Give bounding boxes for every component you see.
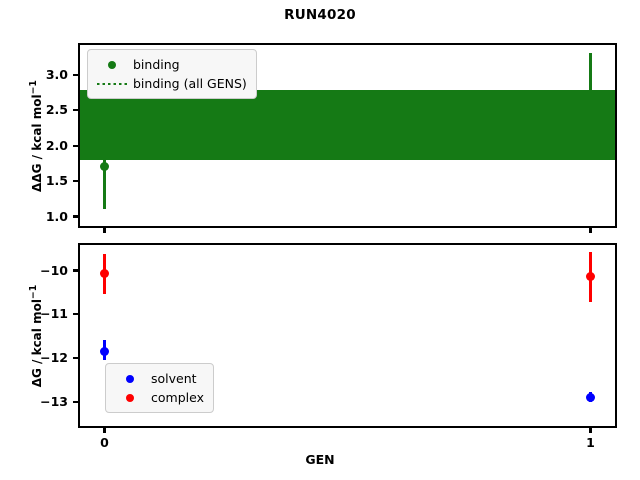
- bottom-panel-y-axis-label-superscript: −1: [28, 284, 39, 300]
- y-tick-mark: [73, 269, 78, 272]
- top-panel-plot-area: [80, 45, 615, 226]
- y-tick-label: −13: [40, 393, 68, 409]
- y-tick-label: 1.5: [45, 173, 68, 189]
- binding-all-gens-band: [80, 89, 615, 161]
- bottom-panel-plot-area: [80, 245, 615, 426]
- data-point-marker[interactable]: [99, 346, 109, 356]
- legend-label-solvent: solvent: [151, 371, 197, 386]
- y-tick-label: 3.0: [45, 66, 68, 82]
- y-tick-mark: [73, 109, 78, 112]
- x-tick-mark: [103, 428, 106, 433]
- x-tick-label: 1: [586, 435, 595, 450]
- x-tick-mark: [589, 428, 592, 433]
- x-axis-label: GEN: [305, 452, 335, 467]
- y-tick-mark: [73, 356, 78, 360]
- x-tick-mark: [103, 228, 106, 233]
- data-point-marker[interactable]: [585, 392, 595, 402]
- bottom-panel-y-axis-label: ΔG / kcal mol−1: [28, 256, 44, 416]
- top-panel-legend: binding binding (all GENS): [87, 49, 257, 99]
- y-tick-mark: [73, 180, 78, 183]
- x-tick-label: 0: [100, 435, 109, 450]
- legend-label-complex: complex: [151, 390, 204, 405]
- y-tick-label: −11: [40, 306, 68, 322]
- y-tick-label: 2.5: [45, 102, 68, 118]
- legend-label-binding-all-gens: binding (all GENS): [133, 76, 247, 91]
- data-point-marker[interactable]: [99, 161, 109, 171]
- y-tick-mark: [73, 73, 78, 77]
- figure-title: RUN4020: [284, 7, 356, 23]
- y-tick-mark: [73, 313, 78, 316]
- y-tick-mark: [73, 400, 78, 403]
- y-tick-label: −12: [40, 350, 68, 366]
- data-point-marker[interactable]: [585, 272, 595, 282]
- top-panel-axes: [78, 43, 617, 228]
- x-tick-mark: [589, 228, 592, 233]
- legend-item-solvent[interactable]: solvent: [113, 369, 204, 388]
- y-tick-label: 2.0: [45, 137, 68, 153]
- y-tick-mark: [73, 215, 78, 218]
- binding-marker-icon: [95, 60, 129, 69]
- top-panel-y-axis-label-superscript: −1: [28, 80, 39, 95]
- solvent-marker-icon: [113, 374, 147, 383]
- data-point-marker[interactable]: [99, 269, 109, 279]
- legend-item-binding-all-gens[interactable]: binding (all GENS): [95, 74, 247, 93]
- y-tick-label: 1.0: [45, 208, 68, 224]
- legend-item-binding[interactable]: binding: [95, 55, 247, 74]
- complex-marker-icon: [113, 393, 147, 402]
- bottom-panel-legend: solvent complex: [105, 363, 214, 413]
- legend-item-complex[interactable]: complex: [113, 388, 204, 407]
- y-tick-mark: [73, 144, 78, 147]
- legend-label-binding: binding: [133, 57, 180, 72]
- binding-all-gens-dotted-line-icon: [95, 82, 129, 85]
- y-tick-label: −10: [40, 262, 68, 278]
